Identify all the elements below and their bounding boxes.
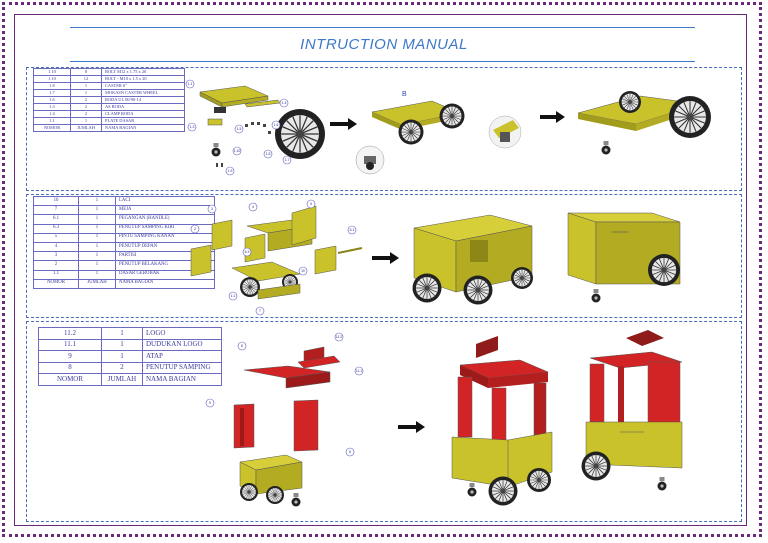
- step-1-arrow-b: [540, 111, 565, 123]
- callout-label: 11.2: [335, 335, 343, 339]
- part-name-cell: NAMA BAGIAN: [115, 278, 215, 289]
- callout-label: 1.8: [265, 152, 271, 156]
- part-name-cell: PEGANGAN (HANDLE): [115, 214, 215, 225]
- step-2-arrow: [372, 252, 399, 264]
- callout-label: 6.1: [349, 228, 355, 232]
- callout-label: 8: [349, 450, 351, 454]
- step-3-panel: [26, 321, 742, 522]
- callout-label: 6.3: [244, 250, 250, 254]
- manual-title: INTRUCTION MANUAL: [300, 36, 468, 53]
- callout-label: 9: [209, 401, 211, 405]
- step-1-base-with-wheels: B: [355, 91, 466, 175]
- step-3-callout-circles: [205, 332, 364, 457]
- callout-label: 3: [211, 207, 213, 211]
- step-1-callout-circles: [185, 79, 292, 176]
- callout-label: 1.1: [230, 294, 236, 298]
- part-number-cell: NOMOR: [38, 373, 102, 386]
- part-name-cell: LACI: [115, 195, 215, 207]
- step-1-exploded-base: [199, 85, 327, 167]
- step-3-assembled-cart-a: [451, 336, 553, 507]
- callout-label: 1.3: [189, 125, 195, 129]
- callout-label: 11.1: [355, 369, 363, 373]
- callout-label: 7: [259, 309, 261, 313]
- step-3-exploded-roof: [233, 346, 341, 507]
- part-name-cell: NAMA BAGIAN: [142, 373, 222, 386]
- callout-label: 1.9: [227, 169, 233, 173]
- step-2-cart-body-a: [411, 214, 534, 306]
- callout-label: 1.4: [281, 101, 287, 105]
- callout-label: 4: [252, 205, 254, 209]
- callout-label: 5: [310, 202, 312, 206]
- callout-label: 1.6: [273, 123, 279, 127]
- title-rule-top: [70, 27, 695, 28]
- step-1-arrow-a: [330, 118, 357, 130]
- step-2-panel: [26, 194, 742, 318]
- step-2-callout-circles: [190, 199, 357, 316]
- page-border-outer: [2, 2, 762, 537]
- page-border-inner: [14, 14, 747, 526]
- svg-text:B: B: [402, 91, 407, 98]
- callout-label: 10: [301, 269, 305, 273]
- callout-label: 1.1: [187, 82, 193, 86]
- title-rule-bottom: [70, 61, 695, 62]
- step-1-result-base: [577, 90, 713, 155]
- step-3-arrow: [398, 421, 425, 433]
- step-3-assembled-cart-b: [580, 330, 683, 491]
- part-name-cell: NAMA BAGIAN: [101, 124, 185, 132]
- callout-label: 1.7: [284, 158, 290, 162]
- step-1-panel: [26, 67, 742, 191]
- callout-label: 2: [194, 227, 196, 231]
- step-1-detail-view: [488, 115, 522, 149]
- callout-label: 1.5: [236, 127, 242, 131]
- callout-label: 8: [241, 344, 243, 348]
- step-2-exploded-panels: [190, 205, 363, 300]
- step-2-cart-body-b: [567, 212, 681, 303]
- callout-label: 1.10: [233, 149, 241, 153]
